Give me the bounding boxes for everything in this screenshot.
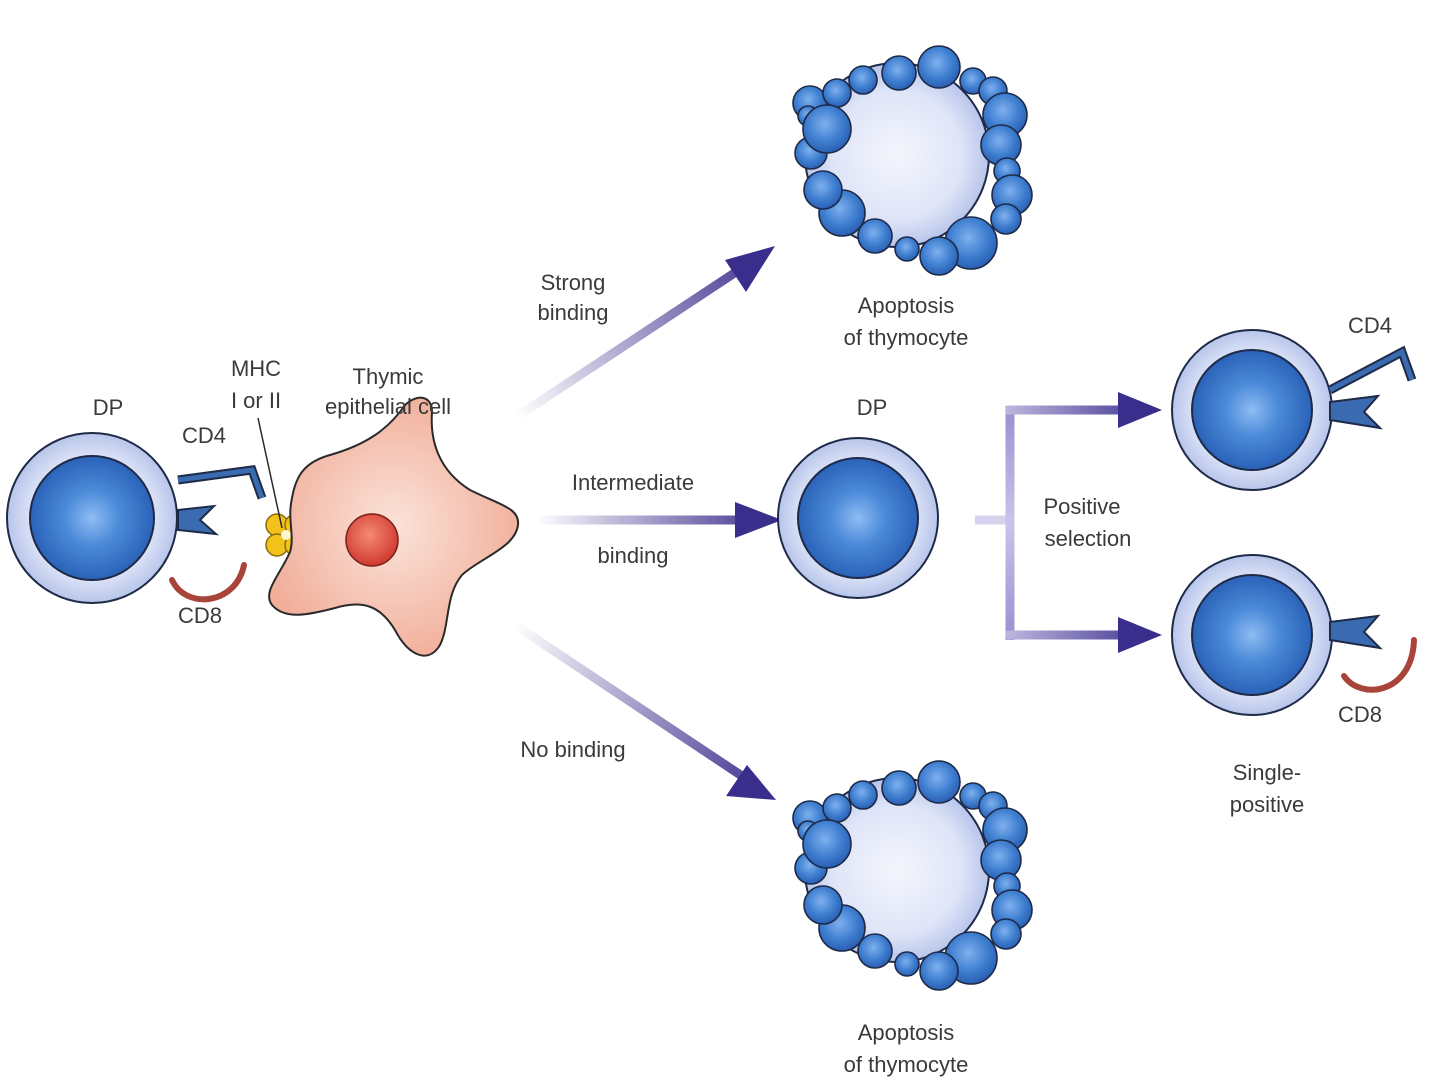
apoptotic-bleb bbox=[822, 793, 852, 823]
label-intermediate-line2: binding bbox=[598, 543, 669, 568]
label-single-line2: positive bbox=[1230, 792, 1305, 817]
label-cd8-right: CD8 bbox=[1338, 702, 1382, 727]
label-dp-left: DP bbox=[93, 395, 124, 420]
label-strong-line1: Strong bbox=[541, 270, 606, 295]
apoptotic-bleb bbox=[803, 170, 843, 210]
apoptotic-bleb bbox=[919, 236, 959, 276]
label-mhc-line1: MHC bbox=[231, 356, 281, 381]
tcr-receptor-right-bottom bbox=[1329, 614, 1383, 650]
apoptotic-bleb bbox=[919, 951, 959, 991]
single-positive-cd4-cell bbox=[1171, 329, 1333, 491]
label-thymic-line2: epithelial cell bbox=[325, 394, 451, 419]
arrow-intermediate-binding bbox=[535, 502, 782, 538]
label-positive-line1: Positive bbox=[1043, 494, 1120, 519]
label-single-line1: Single- bbox=[1233, 760, 1301, 785]
arrow-strong-binding bbox=[512, 246, 775, 422]
apoptotic-bleb bbox=[848, 65, 878, 95]
apoptotic-bleb bbox=[857, 218, 893, 254]
apoptotic-bleb bbox=[917, 760, 961, 804]
apoptotic-bleb bbox=[822, 78, 852, 108]
cd8-receptor-right bbox=[1341, 637, 1417, 693]
apoptotic-bleb bbox=[803, 885, 843, 925]
label-apoptosis-top-line2: of thymocyte bbox=[844, 325, 969, 350]
label-cd4-left: CD4 bbox=[182, 423, 226, 448]
arrow-no-binding bbox=[512, 621, 776, 800]
label-thymic-line1: Thymic bbox=[353, 364, 424, 389]
tcr-receptor-left bbox=[177, 504, 220, 536]
label-apoptosis-top-line1: Apoptosis bbox=[858, 293, 955, 318]
apoptotic-bleb bbox=[990, 203, 1022, 235]
apoptotic-cell-top bbox=[792, 45, 1033, 276]
label-cd4-right: CD4 bbox=[1348, 313, 1392, 338]
label-mhc-line2: I or II bbox=[231, 388, 281, 413]
label-no-binding: No binding bbox=[520, 737, 625, 762]
apoptotic-bleb bbox=[894, 236, 920, 262]
apoptotic-cell-bottom bbox=[792, 760, 1033, 991]
cd8-receptor-left bbox=[169, 562, 247, 603]
apoptotic-bleb bbox=[802, 104, 852, 154]
label-intermediate-line1: Intermediate bbox=[572, 470, 694, 495]
apoptotic-bleb bbox=[894, 951, 920, 977]
apoptotic-bleb bbox=[848, 780, 878, 810]
label-apoptosis-bottom-line2: of thymocyte bbox=[844, 1052, 969, 1077]
apoptotic-bleb bbox=[857, 933, 893, 969]
tcr-receptor-right-top bbox=[1329, 394, 1383, 430]
label-positive-line2: selection bbox=[1045, 526, 1132, 551]
apoptotic-bleb bbox=[917, 45, 961, 89]
apoptotic-bleb bbox=[990, 918, 1022, 950]
mhc-pointer-line bbox=[257, 417, 283, 529]
label-cd8-left: CD8 bbox=[178, 603, 222, 628]
apoptotic-bleb bbox=[881, 770, 917, 806]
dp-cell-middle bbox=[777, 437, 939, 599]
label-apoptosis-bottom-line1: Apoptosis bbox=[858, 1020, 955, 1045]
epithelial-nucleus bbox=[345, 513, 399, 567]
apoptotic-bleb bbox=[881, 55, 917, 91]
single-positive-cd8-cell bbox=[1171, 554, 1333, 716]
label-dp-middle: DP bbox=[857, 395, 888, 420]
arrow-positive-selection bbox=[975, 392, 1162, 653]
apoptotic-bleb bbox=[802, 819, 852, 869]
label-strong-line2: binding bbox=[538, 300, 609, 325]
dp-cell-left bbox=[6, 432, 178, 604]
